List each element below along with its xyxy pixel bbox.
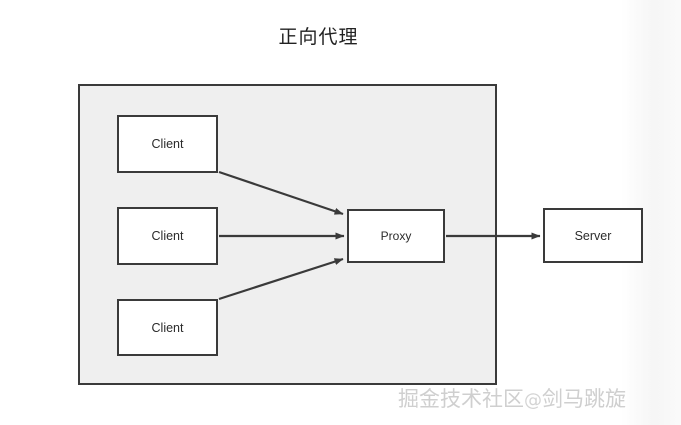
node-client-2[interactable]: Client <box>117 207 218 265</box>
node-proxy-label: Proxy <box>380 229 412 243</box>
watermark-site: 掘金技术社区 <box>398 387 524 411</box>
node-client-1[interactable]: Client <box>117 115 218 173</box>
watermark-user: 剑马跳旋 <box>542 387 626 411</box>
page-title: 正向代理 <box>0 22 681 49</box>
node-client-2-label: Client <box>151 229 184 243</box>
watermark-at: @ <box>524 390 542 411</box>
node-client-3[interactable]: Client <box>117 299 218 356</box>
node-server-label: Server <box>574 228 612 243</box>
watermark: 掘金技术社区@剑马跳旋 <box>398 383 626 413</box>
page-title-text: 正向代理 <box>278 26 359 48</box>
node-client-3-label: Client <box>151 320 184 335</box>
node-client-1-label: Client <box>151 137 184 151</box>
node-proxy[interactable]: Proxy <box>347 209 445 263</box>
node-server[interactable]: Server <box>543 208 643 263</box>
